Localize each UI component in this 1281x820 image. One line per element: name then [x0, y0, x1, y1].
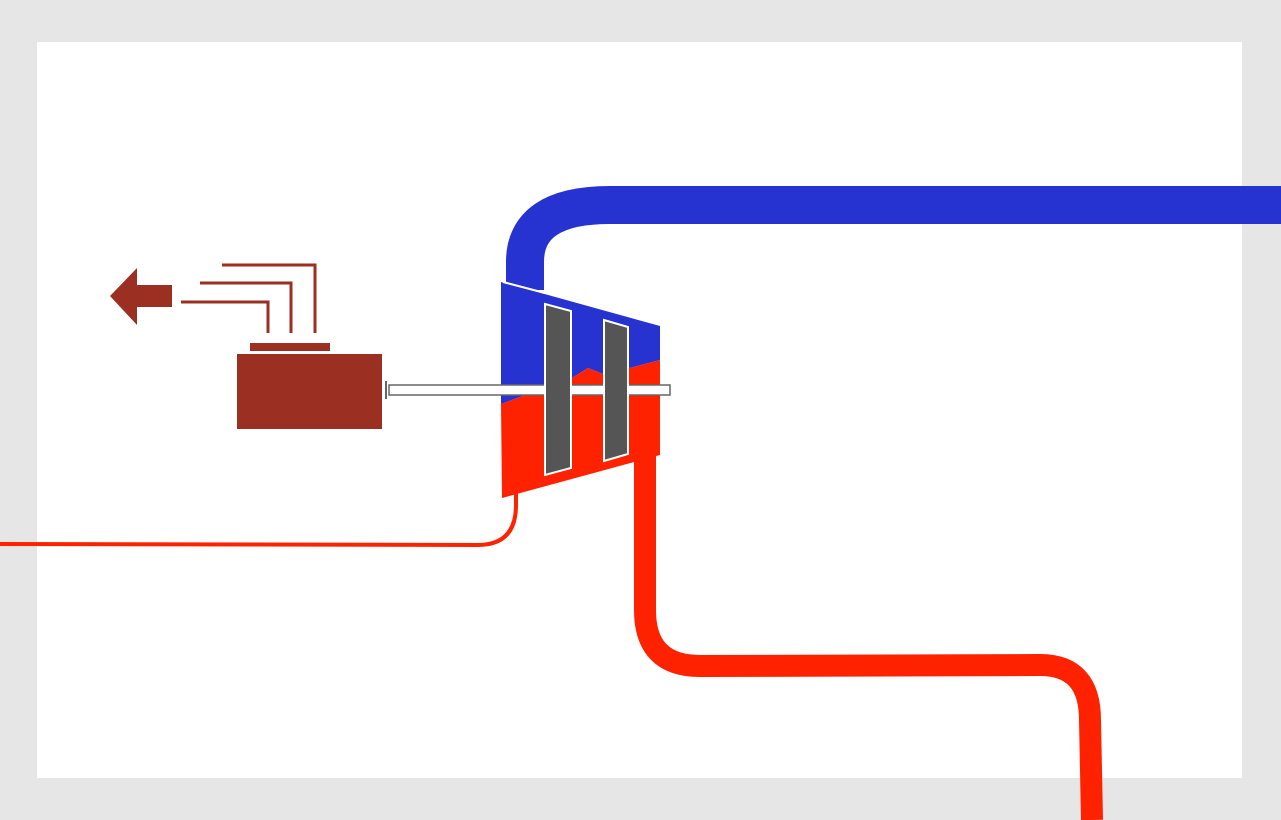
turbine-blade-2 [603, 318, 629, 463]
turbine-casing-cold [501, 282, 660, 404]
generator-icon [237, 354, 382, 429]
turbine-shaft [388, 384, 671, 396]
generator-cap [250, 343, 330, 351]
arrow-left-icon [110, 268, 172, 325]
power-output-lines-icon [181, 263, 317, 333]
hot-feed-line [0, 480, 518, 548]
cold-inlet-pipe [506, 186, 1281, 290]
hot-outlet-pipe [634, 440, 1103, 820]
casing-seam [502, 281, 546, 294]
turbine-blade-1 [544, 302, 572, 477]
